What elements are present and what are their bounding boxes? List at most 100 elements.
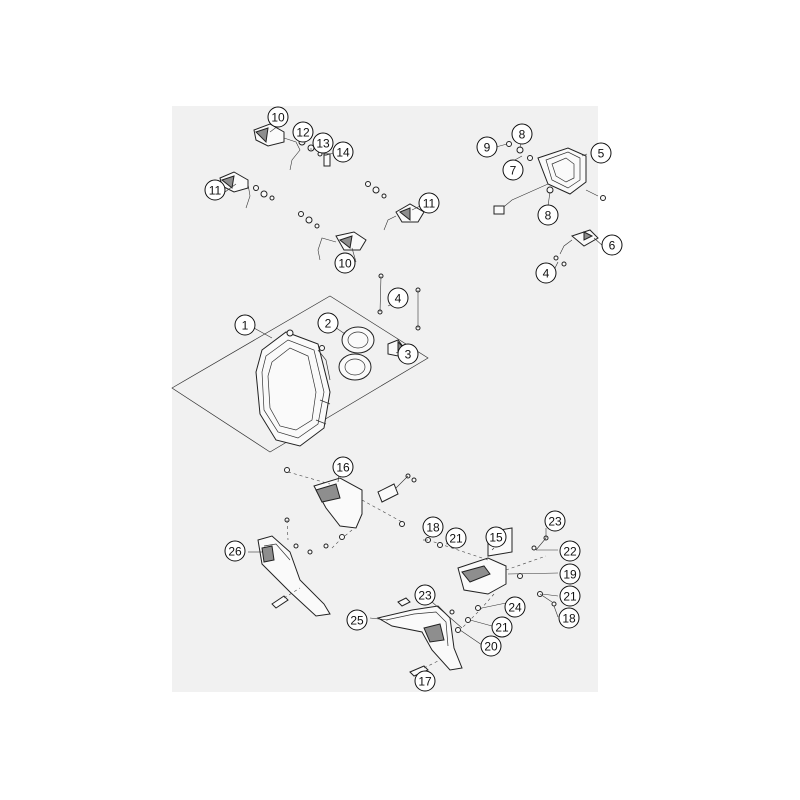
callout-17: 17 — [414, 670, 436, 692]
callout-22: 22 — [559, 540, 581, 562]
callout-label: 10 — [338, 257, 352, 271]
callout-circle — [204, 179, 226, 201]
callout-circle — [480, 635, 502, 657]
callout-6: 6 — [601, 234, 623, 256]
callout-label: 4 — [543, 267, 550, 281]
callout-18: 18 — [422, 516, 444, 538]
callout-23: 23 — [414, 584, 436, 606]
callout-label: 21 — [563, 590, 577, 604]
callout-label: 8 — [519, 128, 526, 142]
callout-label: 8 — [545, 209, 552, 223]
callout-label: 26 — [228, 545, 242, 559]
left-side-bracket — [257, 517, 331, 617]
bracket-26 — [257, 535, 331, 617]
callout-label: 18 — [426, 521, 440, 535]
turn-signal-upper — [253, 123, 285, 147]
callout-label: 4 — [395, 292, 402, 306]
callout-circle — [535, 262, 557, 284]
assembly-plane — [171, 295, 429, 453]
callout-label: 7 — [510, 164, 517, 178]
callout-circle — [559, 540, 581, 562]
callout-2: 2 — [317, 312, 339, 334]
callout-circle — [414, 670, 436, 692]
callout-circle — [544, 510, 566, 532]
callout-26: 26 — [224, 540, 246, 562]
bracket-16 — [313, 477, 363, 529]
callout-label: 20 — [484, 640, 498, 654]
callout-label: 23 — [548, 515, 562, 529]
callout-1: 1 — [234, 314, 256, 336]
callout-12: 12 — [292, 121, 314, 143]
callout-circle — [346, 609, 368, 631]
callout-label: 19 — [563, 568, 577, 582]
callout-9: 9 — [476, 136, 498, 158]
callout-label: 2 — [325, 317, 332, 331]
callout-circle — [601, 234, 623, 256]
tail-light — [537, 147, 587, 195]
callout-circle — [332, 456, 354, 478]
callout-circle — [511, 123, 533, 145]
callout-circle — [397, 343, 419, 365]
callout-label: 11 — [209, 184, 222, 198]
callout-21: 21 — [559, 585, 581, 607]
callout-7: 7 — [502, 159, 524, 181]
callout-circle — [422, 516, 444, 538]
callout-3: 3 — [397, 343, 419, 365]
callout-4: 4 — [535, 262, 557, 284]
callout-8: 8 — [511, 123, 533, 145]
callout-18: 18 — [558, 607, 580, 629]
callout-circle — [485, 526, 507, 548]
support-25 — [376, 605, 463, 671]
headlight-bracket — [284, 467, 417, 555]
callout-4: 4 — [387, 287, 409, 309]
lower-support — [376, 597, 463, 677]
callout-circle — [558, 607, 580, 629]
callout-16: 16 — [332, 456, 354, 478]
bulb-ring-lower — [338, 353, 372, 381]
callout-circle — [387, 287, 409, 309]
callout-label: 6 — [609, 239, 616, 253]
callout-circle — [504, 596, 526, 618]
callout-label: 16 — [336, 461, 350, 475]
callout-label: 10 — [271, 111, 285, 125]
callout-label: 12 — [296, 126, 310, 140]
callout-label: 25 — [350, 614, 364, 628]
callout-11: 11 — [204, 179, 226, 201]
callout-5: 5 — [590, 142, 612, 164]
callout-8: 8 — [537, 204, 559, 226]
callout-13: 13 — [312, 132, 334, 154]
callout-circle — [559, 585, 581, 607]
callout-label: 24 — [508, 601, 522, 615]
callout-circle — [559, 563, 581, 585]
callout-label: 1 — [242, 319, 249, 333]
callout-label: 11 — [423, 197, 436, 211]
callout-10: 10 — [267, 106, 289, 128]
callout-label: 18 — [562, 612, 576, 626]
callout-label: 3 — [405, 348, 412, 362]
callout-circle — [234, 314, 256, 336]
callout-label: 17 — [418, 675, 432, 689]
callout-label: 23 — [418, 589, 432, 603]
callout-25: 25 — [346, 609, 368, 631]
callout-label: 14 — [336, 146, 350, 160]
callout-circle — [418, 192, 440, 214]
callout-label: 15 — [489, 531, 503, 545]
callout-circle — [590, 142, 612, 164]
headlight-assembly — [171, 273, 429, 453]
callout-label: 21 — [495, 621, 509, 635]
headlight-housing — [255, 331, 331, 447]
callout-11: 11 — [418, 192, 440, 214]
callout-circle — [491, 616, 513, 638]
callout-circle — [224, 540, 246, 562]
tail-light-assembly — [493, 141, 606, 267]
callout-circle — [502, 159, 524, 181]
callout-circle — [312, 132, 334, 154]
callout-label: 9 — [484, 141, 491, 155]
callout-24: 24 — [504, 596, 526, 618]
drawing-background — [172, 106, 598, 692]
callout-label: 22 — [563, 545, 577, 559]
bulb-ring-upper — [341, 326, 375, 354]
